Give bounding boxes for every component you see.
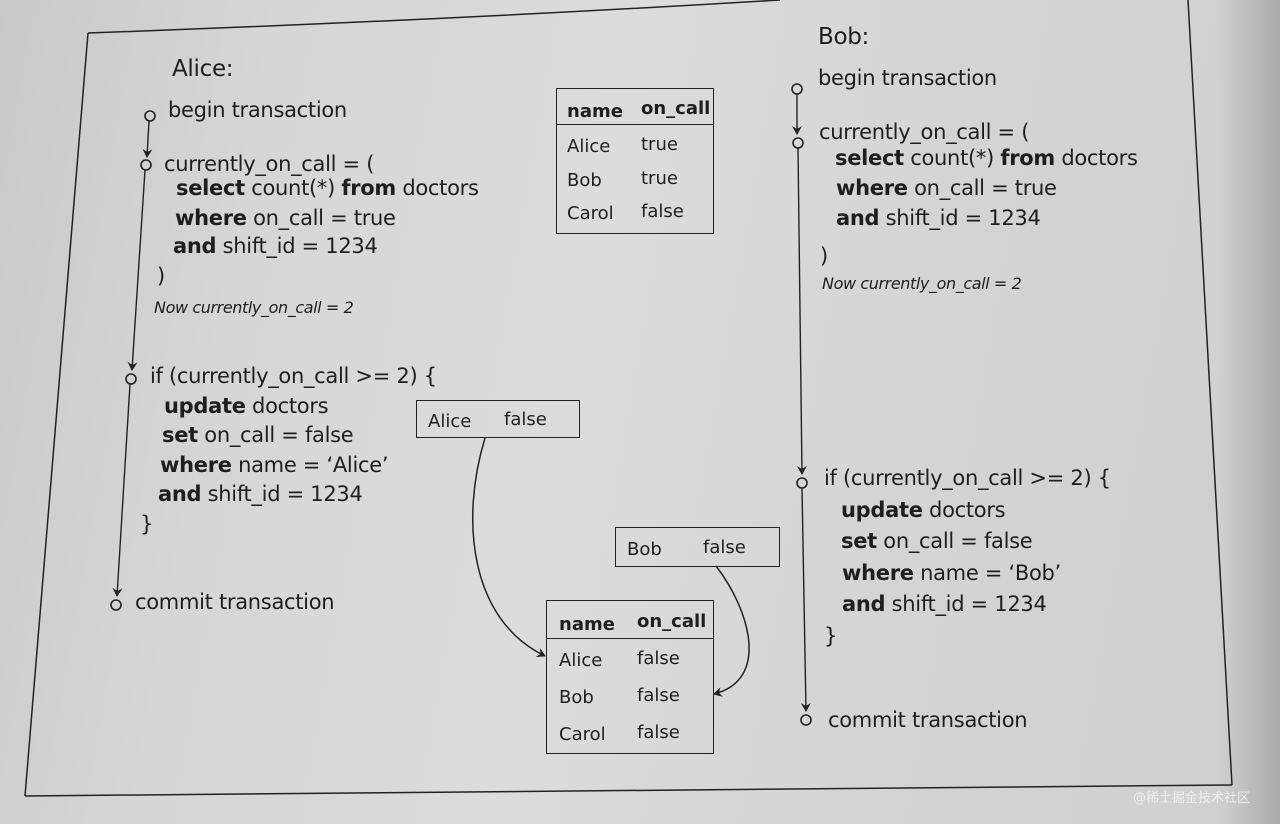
bob-where2-line: where name = ‘Bob’ xyxy=(842,561,1061,585)
page-edge xyxy=(1220,0,1280,824)
alice-commit: commit transaction xyxy=(135,590,335,614)
alice-close-paren: ) xyxy=(157,264,165,288)
bob-timeline xyxy=(791,83,812,726)
alice-set-line: set on_call = false xyxy=(162,423,354,447)
alice-close-brace: } xyxy=(140,512,154,536)
alice-write-record: Alice false xyxy=(416,400,580,438)
table-header: name on_call xyxy=(557,89,713,125)
alice-select-line: select count(*) from doctors xyxy=(176,176,479,200)
alice-begin: begin transaction xyxy=(168,98,347,122)
alice-title: Alice: xyxy=(172,56,234,82)
bob-where-line: where on_call = true xyxy=(836,176,1057,200)
alice-write-arrow xyxy=(472,437,546,658)
bob-title: Bob: xyxy=(818,24,869,50)
alice-update-line: update doctors xyxy=(164,394,329,418)
alice-where2-line: where name = ‘Alice’ xyxy=(160,453,389,477)
alice-where-line: where on_call = true xyxy=(175,206,396,230)
doctors-table-before: name on_call Alice true Bob true Carol f… xyxy=(556,88,714,234)
alice-and2-line: and shift_id = 1234 xyxy=(158,482,363,506)
header-on-call: on_call xyxy=(637,611,707,632)
bob-if-line: if (currently_on_call >= 2) { xyxy=(824,466,1111,490)
header-on-call: on_call xyxy=(641,98,711,119)
bob-select-line: select count(*) from doctors xyxy=(835,146,1138,170)
alice-note: Now currently_on_call = 2 xyxy=(154,298,354,317)
bob-and2-line: and shift_id = 1234 xyxy=(842,592,1047,616)
bob-note: Now currently_on_call = 2 xyxy=(822,274,1022,293)
bob-update-line: update doctors xyxy=(841,498,1006,522)
bob-write-record: Bob false xyxy=(615,527,780,567)
alice-assign: currently_on_call = ( xyxy=(164,152,375,176)
bob-assign: currently_on_call = ( xyxy=(819,120,1030,144)
header-name: name xyxy=(559,614,615,635)
bob-write-arrow xyxy=(713,565,750,697)
alice-if-line: if (currently_on_call >= 2) { xyxy=(150,364,437,388)
doctors-table-after: name on_call Alice false Bob false Carol… xyxy=(546,600,714,754)
table-header: name on_call xyxy=(547,601,713,639)
header-name: name xyxy=(567,101,623,122)
watermark: @稀土掘金技术社区 xyxy=(1132,791,1250,806)
bob-close-paren: ) xyxy=(820,244,828,268)
bob-begin: begin transaction xyxy=(818,66,997,90)
bob-close-brace: } xyxy=(824,624,838,648)
bob-and-line: and shift_id = 1234 xyxy=(836,206,1041,230)
alice-and-line: and shift_id = 1234 xyxy=(173,234,378,258)
bob-set-line: set on_call = false xyxy=(841,529,1033,553)
bob-commit: commit transaction xyxy=(828,708,1028,732)
